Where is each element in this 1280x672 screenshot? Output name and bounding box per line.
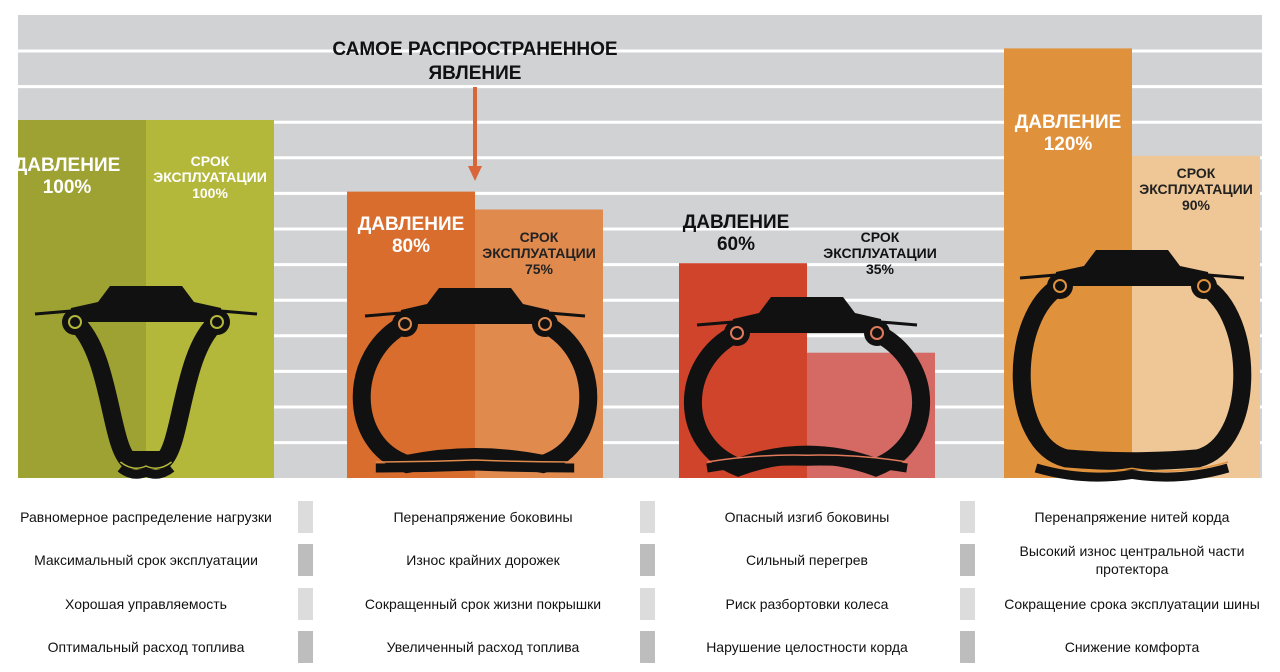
life-value: 35% <box>865 261 895 278</box>
bead-ring-icon <box>870 326 884 340</box>
row-separator-square <box>960 501 975 533</box>
bead <box>62 309 88 335</box>
bead-ring-icon <box>1053 279 1067 293</box>
life-title: ЭКСПЛУАТАЦИИ <box>153 169 267 186</box>
row-separator-square <box>298 501 313 533</box>
bead <box>864 320 890 346</box>
bead-ring-icon <box>730 326 744 340</box>
tread-groove <box>1035 461 1229 472</box>
wheel-rim <box>1054 250 1210 286</box>
effect-item: Снижение комфорта <box>1064 639 1200 655</box>
effect-item: Перенапряжение нитей корда <box>1034 509 1230 525</box>
pressure-title: ДАВЛЕНИЕ <box>1014 112 1122 133</box>
headline-line1: САМОЕ РАСПРОСТРАНЕННОЕ <box>332 39 618 60</box>
row-separator-square <box>298 544 313 576</box>
tire-sidewall <box>352 315 598 474</box>
tire-sidewall <box>66 313 226 470</box>
row-separator-square <box>640 501 655 533</box>
tread-groove <box>706 454 908 463</box>
pressure-value: 80% <box>391 235 431 257</box>
bead <box>204 309 230 335</box>
row-separator-square <box>298 588 313 620</box>
tire-tread <box>117 464 175 479</box>
bead <box>1191 273 1217 299</box>
tire-tread <box>706 456 908 473</box>
tire-tread <box>375 461 575 473</box>
row-separator-square <box>640 544 655 576</box>
pressure-title: ДАВЛЕНИЕ <box>13 155 121 176</box>
life-value: 90% <box>1181 197 1211 214</box>
row-separator-square <box>960 631 975 663</box>
life-title: СРОК <box>190 153 230 169</box>
bead <box>532 311 558 337</box>
row-separator-square <box>640 631 655 663</box>
life-title: ЭКСПЛУАТАЦИИ <box>482 245 596 262</box>
life-title: СРОК <box>860 229 900 245</box>
effect-item: Равномерное распределение нагрузки <box>20 509 272 525</box>
effect-item: Сильный перегрев <box>746 552 868 568</box>
wheel-rim <box>731 297 883 333</box>
row-separator-square <box>960 544 975 576</box>
effect-item: Оптимальный расход топлива <box>47 639 245 655</box>
life-title: ЭКСПЛУАТАЦИИ <box>1139 181 1253 198</box>
pressure-value: 60% <box>716 233 756 255</box>
pressure-value: 120% <box>1043 133 1093 155</box>
tire-sidewall <box>1012 277 1252 471</box>
effect-item: Нарушение целостности корда <box>706 639 908 655</box>
row-separator-square <box>298 631 313 663</box>
effect-item: Хорошая управляемость <box>65 596 227 612</box>
headline-line2: ЯВЛЕНИЕ <box>428 63 522 84</box>
life-value: 100% <box>192 185 228 202</box>
effect-item: Сокращение срока эксплуатации шины <box>1004 596 1260 612</box>
pressure-title: ДАВЛЕНИЕ <box>357 214 465 235</box>
effect-item: Увеличенный расход топлива <box>386 639 580 655</box>
effect-item: Перенапряжение боковины <box>393 509 573 525</box>
effect-item: Сокращенный срок жизни покрышки <box>364 596 602 612</box>
headline: САМОЕ РАСПРОСТРАНЕННОЕ ЯВЛЕНИЕ <box>275 38 675 86</box>
tire-tread <box>1034 463 1230 482</box>
arrow-down-icon <box>468 166 482 181</box>
bead <box>1047 273 1073 299</box>
life-title: СРОК <box>519 229 559 245</box>
wheel-rim <box>399 288 551 324</box>
tread-groove <box>375 459 575 463</box>
bead-ring-icon <box>1197 279 1211 293</box>
bead <box>724 320 750 346</box>
life-title: ЭКСПЛУАТАЦИИ <box>823 245 937 262</box>
bead-ring-icon <box>210 315 224 329</box>
bead <box>392 311 418 337</box>
bead-ring-icon <box>538 317 552 331</box>
wheel-rim <box>69 286 223 322</box>
effect-item: Опасный изгиб боковины <box>724 509 890 525</box>
effect-item: Риск разбортовки колеса <box>725 596 889 612</box>
effect-item: Максимальный срок эксплуатации <box>34 552 258 568</box>
effect-item: Высокий износ центральной части протекто… <box>1019 543 1245 577</box>
bead-ring-icon <box>398 317 412 331</box>
row-separator-square <box>640 588 655 620</box>
pressure-value: 100% <box>42 176 92 198</box>
effect-item: Износ крайних дорожек <box>406 552 560 568</box>
life-title: СРОК <box>1176 165 1216 181</box>
pressure-title: ДАВЛЕНИЕ <box>682 212 790 233</box>
bead-ring-icon <box>68 315 82 329</box>
row-separator-square <box>960 588 975 620</box>
tread-groove <box>119 461 173 469</box>
life-value: 75% <box>524 261 554 278</box>
